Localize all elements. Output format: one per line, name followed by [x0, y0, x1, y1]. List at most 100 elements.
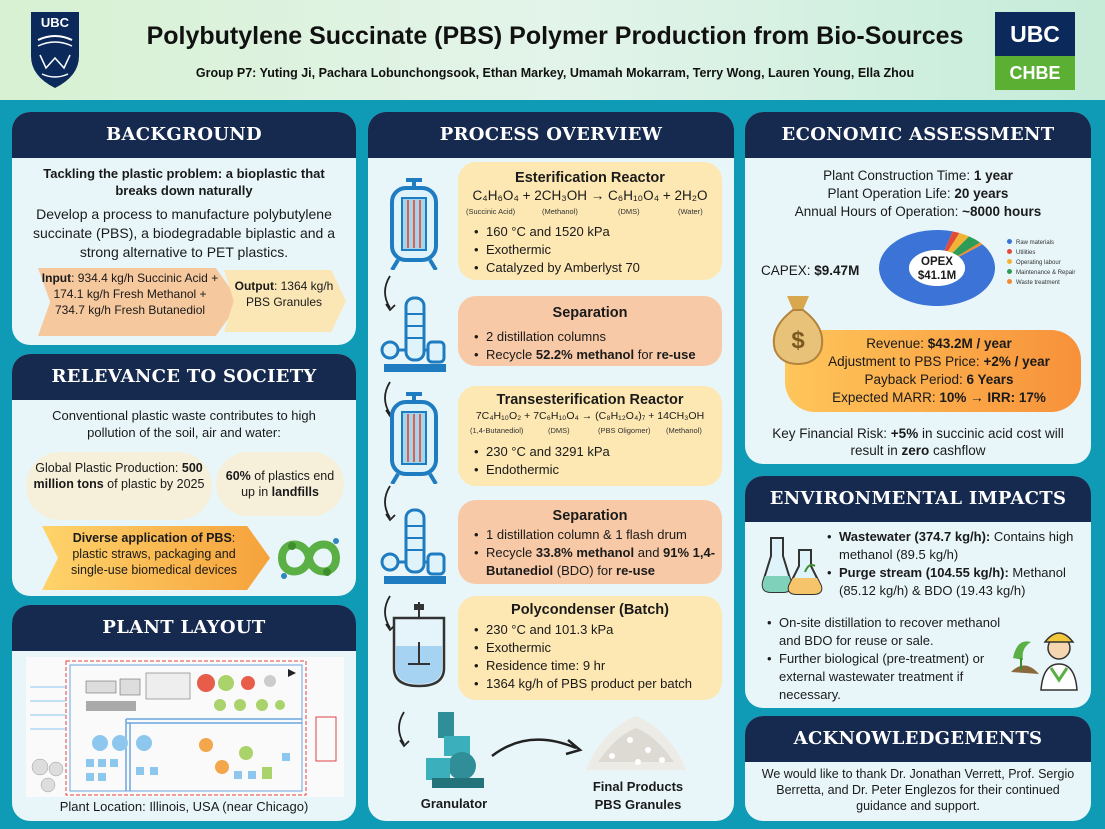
process-overview-heading: PROCESS OVERVIEW [368, 112, 734, 158]
financial-risk: Key Financial Risk: +5% in succinic acid… [772, 426, 1064, 458]
legend-item: Utilities [1007, 248, 1091, 258]
price-adjustment: Adjustment to PBS Price: +2% / year [828, 354, 1050, 369]
transesterification-reactor-icon [390, 392, 438, 484]
acknowledgements-panel: ACKNOWLEDGEMENTS We would like to thank … [745, 716, 1091, 821]
revenue-details: Revenue: $43.2M / year Adjustment to PBS… [801, 335, 1077, 407]
process-overview-panel: PROCESS OVERVIEW Esterification Reactor … [368, 112, 734, 821]
transesterification-condition: 230 °C and 3291 kPa [472, 443, 712, 461]
annual-hours: Annual Hours of Operation: ~8000 hours [794, 204, 1042, 219]
environmental-streams: Wastewater (374.7 kg/h): Contains high m… [825, 528, 1083, 600]
poster-authors: Group P7: Yuting Ji, Pachara Lobunchongs… [195, 66, 915, 80]
logo-ubc-text: UBC [995, 12, 1075, 56]
esterification-condition: 160 °C and 1520 kPa [472, 223, 712, 241]
input-arrow [38, 268, 240, 336]
polycondenser-title: Polycondenser (Batch) [511, 602, 669, 618]
background-heading: BACKGROUND [12, 112, 356, 158]
revenue-box [785, 330, 1081, 412]
curved-arrow-icon [398, 711, 410, 748]
economic-panel: ECONOMIC ASSESSMENT Plant Construction T… [745, 112, 1091, 464]
diverse-application-text: Diverse application of PBS: plastic stra… [70, 531, 238, 577]
polycondenser-vessel-icon [392, 602, 446, 688]
polycondenser-condition: 1364 kg/h of PBS product per batch [472, 675, 718, 693]
flow-arrow-icon [491, 738, 583, 757]
curved-arrow-icon [384, 275, 396, 312]
distillation-flash-icon [380, 508, 446, 584]
polycondenser-condition: Residence time: 9 hr [472, 657, 718, 675]
transesterification-condition: Endothermic [472, 461, 712, 479]
separation2-details: 1 distillation column & 1 flash drum Rec… [472, 526, 718, 580]
construction-time: Plant Construction Time: 1 year [823, 168, 1013, 183]
economic-heading: ECONOMIC ASSESSMENT [745, 112, 1091, 158]
esterification-box: Esterification Reactor C₄H₆O₄ + 2CH₃OH →… [458, 162, 722, 280]
background-subtitle: Tackling the plastic problem: a bioplast… [43, 166, 325, 198]
polycondenser-box: Polycondenser (Batch) 230 °C and 101.3 k… [458, 596, 722, 700]
opex-center-label: OPEX $41.1M [899, 255, 975, 283]
pbs-granules-pile-icon [586, 716, 686, 770]
esterification-reactor-icon [390, 178, 438, 270]
separation2-recycle: Recycle 33.8% methanol and 91% 1,4-Butan… [472, 544, 718, 580]
landfill-bubble [216, 452, 344, 516]
acknowledgements-heading: ACKNOWLEDGEMENTS [745, 716, 1091, 762]
legend-item: Operating labour [1007, 258, 1091, 268]
opex-legend: Raw materials Utilities Operating labour… [1007, 238, 1091, 288]
esterification-condition: Exothermic [472, 241, 712, 259]
ubc-chbe-logo: UBC CHBE [995, 12, 1075, 90]
final-products-label: Final Products PBS Granules [568, 778, 708, 814]
distillation-column-icon [380, 296, 446, 372]
background-body: Develop a process to manufacture polybut… [33, 206, 335, 260]
money-bag-icon: $ [772, 296, 824, 366]
esterification-equation: C₄H₆O₄ + 2CH₃OH → C₆H₁₀O₄ + 2H₂O [472, 188, 708, 203]
revenue: Revenue: $43.2M / year [866, 336, 1012, 351]
pie-slice-raw-materials [879, 230, 995, 306]
transesterification-box: Transesterification Reactor 7C₄H₁₀O₂ + 7… [458, 386, 722, 486]
esterification-condition: Catalyzed by Amberlyst 70 [472, 259, 712, 277]
wastewater-stream: Wastewater (374.7 kg/h): Contains high m… [825, 528, 1083, 564]
payback-period: Payback Period: 6 Years [864, 372, 1014, 387]
economic-timeline: Plant Construction Time: 1 year Plant Op… [745, 167, 1091, 221]
legend-item: Waste treatment [1007, 278, 1091, 288]
polycondenser-condition: Exothermic [472, 639, 718, 657]
curved-arrow-icon [384, 485, 396, 522]
logo-chbe-text: CHBE [995, 56, 1075, 90]
operation-life: Plant Operation Life: 20 years [827, 186, 1009, 201]
recycle-infinity-icon [277, 538, 341, 579]
esterification-conditions: 160 °C and 1520 kPa Exothermic Catalyzed… [472, 223, 712, 277]
crest-text: UBC [41, 15, 70, 30]
plastic-production-text: Global Plastic Production: 500 million t… [33, 461, 205, 491]
relevance-body: Conventional plastic waste contributes t… [52, 408, 316, 440]
polycondenser-conditions: 230 °C and 101.3 kPa Exothermic Residenc… [472, 621, 718, 693]
svg-text:$: $ [791, 327, 805, 354]
output-text: Output: 1364 kg/h PBS Granules [234, 279, 334, 309]
esterification-title: Esterification Reactor [515, 170, 665, 186]
lab-flasks-icon [761, 537, 823, 595]
granulator-icon [426, 712, 484, 788]
separation2-equipment: 1 distillation column & 1 flash drum [472, 526, 718, 544]
separation2-box: Separation 1 distillation column & 1 fla… [458, 500, 722, 584]
final-products-granules: PBS Granules [594, 797, 682, 812]
transesterification-conditions: 230 °C and 3291 kPa Endothermic [472, 443, 712, 479]
pie-slice-operating-labour [947, 232, 970, 254]
environmental-panel: ENVIRONMENTAL IMPACTS Wastewater (374.7 … [745, 476, 1091, 708]
opex-value: $41.1M [917, 270, 957, 282]
pie-slice-waste-treatment [957, 242, 983, 257]
polycondenser-condition: 230 °C and 101.3 kPa [472, 621, 718, 639]
pie-slice-maintenance-repair [952, 236, 981, 256]
opex-pie-chart [879, 230, 995, 306]
purge-stream: Purge stream (104.55 kg/h): Methanol (85… [825, 564, 1083, 600]
plastic-production-bubble [26, 452, 212, 520]
poster-title: Polybutylene Succinate (PBS) Polymer Pro… [146, 22, 964, 50]
landfill-text: 60% of plastics end up in landfills [225, 469, 335, 499]
separation1-details: 2 distillation columns Recycle 52.2% met… [472, 328, 716, 364]
environmental-mitigation: On-site distillation to recover methanol… [765, 614, 1001, 704]
output-arrow [224, 270, 346, 332]
plant-layout-panel: PLANT LAYOUT [12, 605, 356, 821]
worker-plant-icon [1011, 632, 1078, 691]
poster-header: UBC Polybutylene Succinate (PBS) Polymer… [0, 0, 1105, 100]
capex-value: CAPEX: $9.47M [761, 263, 860, 278]
separation1-columns: 2 distillation columns [472, 328, 716, 346]
background-panel: BACKGROUND Tackling the plastic problem:… [12, 112, 356, 345]
transesterification-equation: 7C₄H₁₀O₂ + 7C₆H₁₀O₄ → (C₈H₁₂O₄)₇ + 14CH₃… [475, 410, 705, 422]
biological-treatment: Further biological (pre-treatment) or ex… [765, 650, 1001, 704]
pie-center-hole [909, 250, 965, 286]
pie-slice-utilities [944, 231, 960, 252]
